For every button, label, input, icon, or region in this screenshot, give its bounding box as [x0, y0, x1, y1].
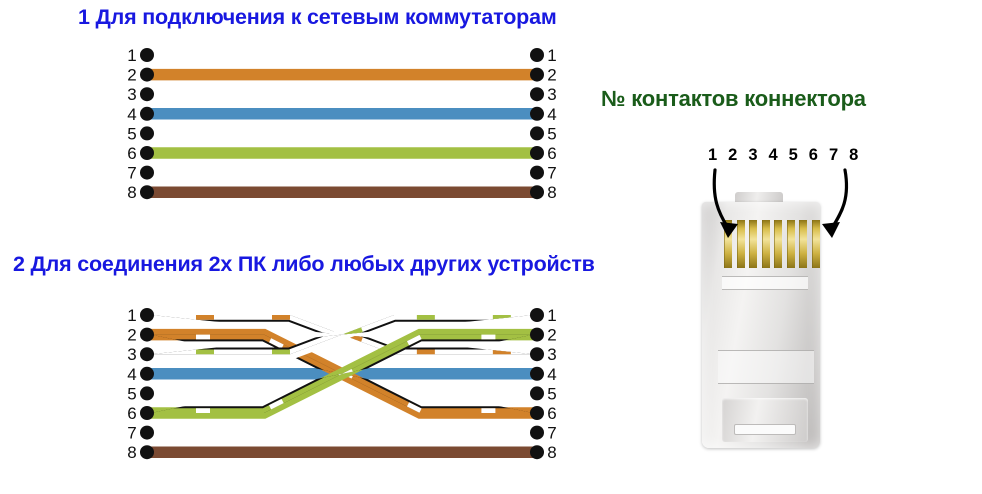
- straight-through-left-pin-dot-6: [140, 146, 154, 160]
- page-title-crossover: 2 Для соединения 2х ПК либо любых других…: [13, 252, 595, 276]
- straight-through-right-pin-label-3: 3: [547, 85, 556, 104]
- straight-through-right-pin-label-5: 5: [547, 124, 556, 143]
- crossover-left-pin-dot-4: [140, 366, 154, 381]
- crossover-left-pin-dot-7: [140, 425, 154, 440]
- straight-through-right-pin-label-8: 8: [547, 183, 556, 202]
- contact-pin-8: [811, 220, 820, 268]
- crossover-left-pin-dot-1: [140, 308, 154, 322]
- crossover-right-pin-label-8: 8: [547, 443, 556, 462]
- crossover-right-pin-label-5: 5: [547, 384, 556, 403]
- straight-through-left-pin-label-7: 7: [127, 164, 136, 183]
- crossover-wire-group: [151, 309, 533, 458]
- crossover-right-pin-label-6: 6: [547, 404, 556, 423]
- straight-through-right-pin-label-4: 4: [547, 105, 556, 124]
- straight-through-wire-group: [151, 49, 533, 198]
- plug-band-upper: [722, 276, 808, 290]
- page-title-straight-through: 1 Для подключения к сетевым коммутаторам: [78, 5, 557, 29]
- crossover-right-pin-dot-5: [530, 386, 544, 401]
- connector-pin-numbers-title: № контактов коннектора: [601, 86, 866, 111]
- crossover-left-pin-dot-6: [140, 406, 154, 420]
- crossover-wire-6-to-2: [151, 328, 533, 419]
- straight-through-left-pin-label-8: 8: [127, 183, 136, 202]
- crossover-right-pin-label-2: 2: [547, 326, 556, 345]
- contact-pin-1: [724, 220, 732, 268]
- plug-latch: [722, 398, 808, 442]
- rj45-connector-figure: 1 2 3 4 5 6 7 8: [660, 140, 910, 480]
- straight-through-right-pin-dot-5: [530, 126, 544, 141]
- straight-through-left-pin-dot-8: [140, 185, 154, 200]
- crossover-right-pin-label-3: 3: [547, 345, 556, 364]
- straight-through-right-pin-label-7: 7: [547, 164, 556, 183]
- crossover-left-pin-dot-5: [140, 386, 154, 401]
- straight-through-right-pin-dot-7: [530, 165, 544, 180]
- straight-through-left-pin-label-2: 2: [127, 66, 136, 85]
- crossover-right-pin-label-1: 1: [547, 306, 556, 325]
- straight-through-right-pin-dot-6: [530, 146, 544, 160]
- contact-pin-7: [799, 220, 808, 268]
- contact-pin-3: [749, 220, 758, 268]
- straight-through-right-pin-dot-2: [530, 67, 544, 82]
- crossover-right-pin-dot-2: [530, 327, 544, 342]
- straight-through-right-pin-label-6: 6: [547, 144, 556, 163]
- straight-through-left-pin-dot-3: [140, 87, 154, 102]
- crossover-left-pin-dot-8: [140, 445, 154, 460]
- crossover-wire-3-to-1: [151, 309, 533, 360]
- connector-pin-number-row: 1 2 3 4 5 6 7 8: [708, 146, 862, 164]
- crossover-right-pin-dot-6: [530, 406, 544, 420]
- crossover-left-pin-label-4: 4: [127, 365, 136, 384]
- straight-through-left-pin-dot-4: [140, 106, 154, 121]
- straight-through-right-pin-label-1: 1: [547, 46, 556, 65]
- straight-through-right-pin-dot-4: [530, 106, 544, 121]
- crossover-right-pin-label-4: 4: [547, 365, 556, 384]
- straight-through-left-pin-dot-1: [140, 48, 154, 62]
- contact-pin-5: [774, 220, 783, 268]
- rj45-plug-image: [692, 192, 837, 454]
- straight-through-left-pin-dot-5: [140, 126, 154, 141]
- straight-through-left-pin-label-5: 5: [127, 124, 136, 143]
- plug-gold-contacts: [724, 220, 820, 268]
- crossover-right-pin-dot-4: [530, 366, 544, 381]
- crossover-left-pin-label-7: 7: [127, 424, 136, 443]
- straight-through-right-pin-dot-1: [530, 48, 544, 62]
- contact-pin-4: [761, 220, 770, 268]
- contact-pin-2: [736, 220, 745, 268]
- crossover-right-pin-label-7: 7: [547, 424, 556, 443]
- crossover-right-pin-dot-1: [530, 308, 544, 322]
- crossover-right-pin-dot-7: [530, 425, 544, 440]
- crossover-left-pin-dot-2: [140, 327, 154, 342]
- crossover-right-pin-dot-3: [530, 347, 544, 362]
- crossover-left-pin-label-3: 3: [127, 345, 136, 364]
- crossover-left-pin-label-6: 6: [127, 404, 136, 423]
- straight-through-left-pin-dot-2: [140, 67, 154, 82]
- crossover-left-pin-label-5: 5: [127, 384, 136, 403]
- plug-band-lower: [718, 350, 814, 384]
- crossover-left-pin-label-2: 2: [127, 326, 136, 345]
- plug-shell: [702, 202, 820, 448]
- crossover-left-pin-label-8: 8: [127, 443, 136, 462]
- straight-through-left-pin-dot-7: [140, 165, 154, 180]
- crossover-left-pin-dot-3: [140, 347, 154, 362]
- crossover-right-pin-dot-8: [530, 445, 544, 460]
- straight-through-left-pin-label-1: 1: [127, 46, 136, 65]
- crossover-left-pin-label-1: 1: [127, 306, 136, 325]
- straight-through-left-pin-label-3: 3: [127, 85, 136, 104]
- straight-through-left-pin-label-6: 6: [127, 144, 136, 163]
- straight-through-right-pin-dot-8: [530, 185, 544, 200]
- straight-through-right-pin-dot-3: [530, 87, 544, 102]
- straight-through-left-pin-label-4: 4: [127, 105, 136, 124]
- contact-pin-6: [786, 220, 795, 268]
- straight-through-right-pin-label-2: 2: [547, 66, 556, 85]
